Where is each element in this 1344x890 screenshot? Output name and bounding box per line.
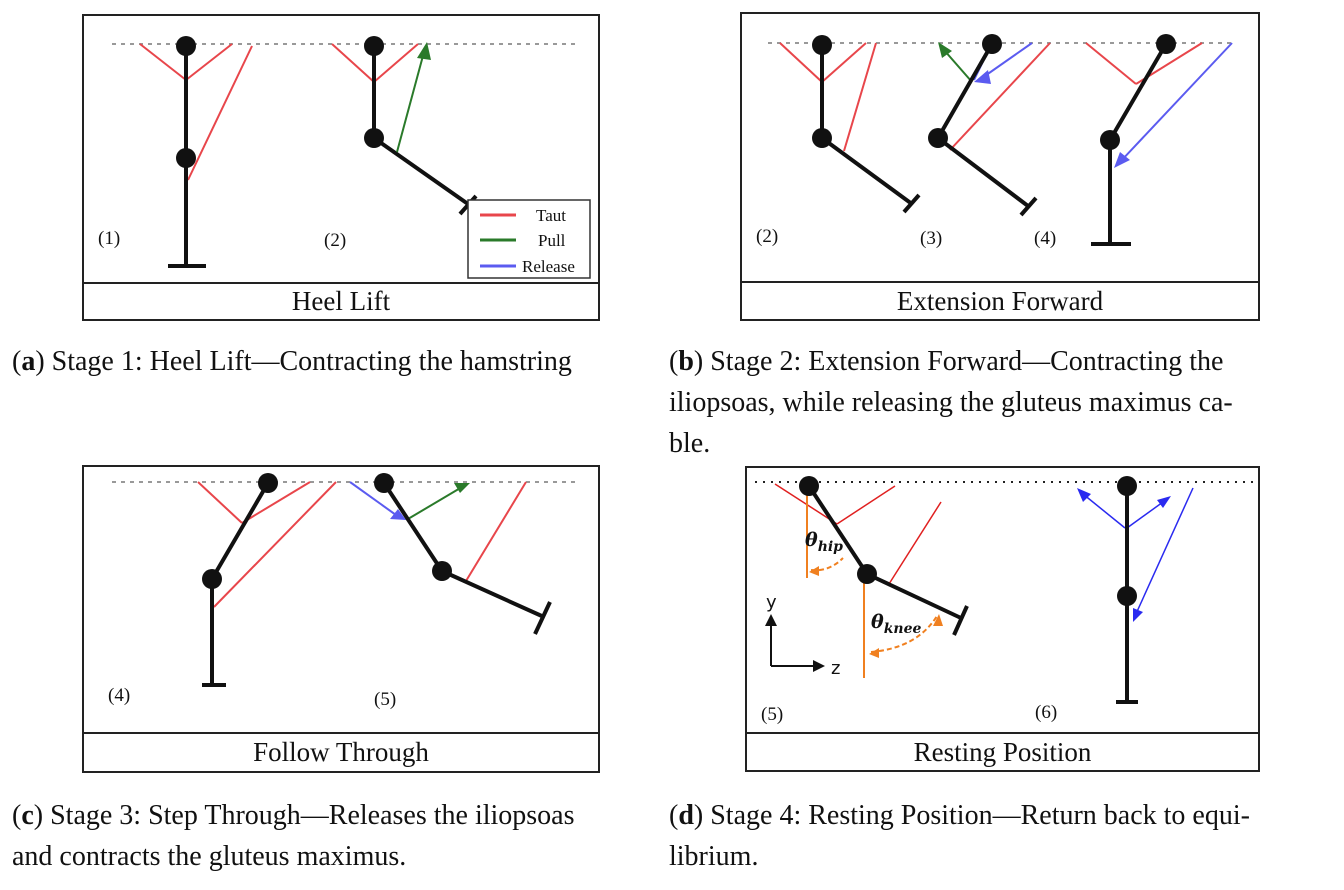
heel-lift-diagram: (1) (2) Taut Pull Release [98, 36, 591, 279]
panel-title: Heel Lift [84, 282, 598, 319]
panel-resting-position: θhip θknee y z (5) (6) Resting Position [745, 466, 1260, 772]
theta-knee-label: θknee [871, 611, 921, 637]
stage-label-2: (2) [756, 226, 778, 247]
stage-label-4: (4) [108, 685, 130, 706]
panel-title: Extension Forward [742, 281, 1258, 319]
z-axis-label: z [831, 658, 840, 679]
panel-heel-lift: (1) (2) Taut Pull Release Heel Lift [82, 14, 600, 321]
stage-label-5: (5) [374, 689, 396, 710]
legend: Taut Pull Release [467, 199, 591, 279]
caption-d: (d) Stage 4: Resting Position—Return bac… [669, 800, 1250, 872]
stage-label-5: (5) [761, 704, 783, 725]
panel-extension-forward: (2) (3) (4) Extension Forward [740, 12, 1260, 321]
legend-pull: Pull [538, 231, 566, 250]
stage-label-6: (6) [1035, 702, 1057, 723]
stage-label-3: (3) [920, 228, 942, 249]
panel-title: Follow Through [84, 732, 598, 771]
legend-release: Release [522, 257, 575, 276]
stage-label-1: (1) [98, 228, 120, 249]
stage-label-2: (2) [324, 230, 346, 251]
caption-c: (c) Stage 3: Step Through—Releases the i… [12, 800, 575, 872]
axis-indicator: y z [765, 592, 840, 679]
stage-label-4: (4) [1034, 228, 1056, 249]
caption-b: (b) Stage 2: Extension Forward—Contracti… [669, 346, 1233, 459]
legend-taut: Taut [536, 206, 566, 225]
panel-title: Resting Position [747, 732, 1258, 770]
extension-forward-diagram: (2) (3) (4) [756, 34, 1233, 249]
panel-follow-through: (4) (5) Follow Through [82, 465, 600, 773]
resting-position-diagram: θhip θknee y z (5) (6) [755, 476, 1258, 725]
theta-hip-label: θhip [805, 529, 843, 555]
follow-through-diagram: (4) (5) [108, 473, 576, 710]
caption-a: (a) Stage 1: Heel Lift—Contracting the h… [12, 346, 572, 377]
y-axis-label: y [766, 592, 777, 613]
